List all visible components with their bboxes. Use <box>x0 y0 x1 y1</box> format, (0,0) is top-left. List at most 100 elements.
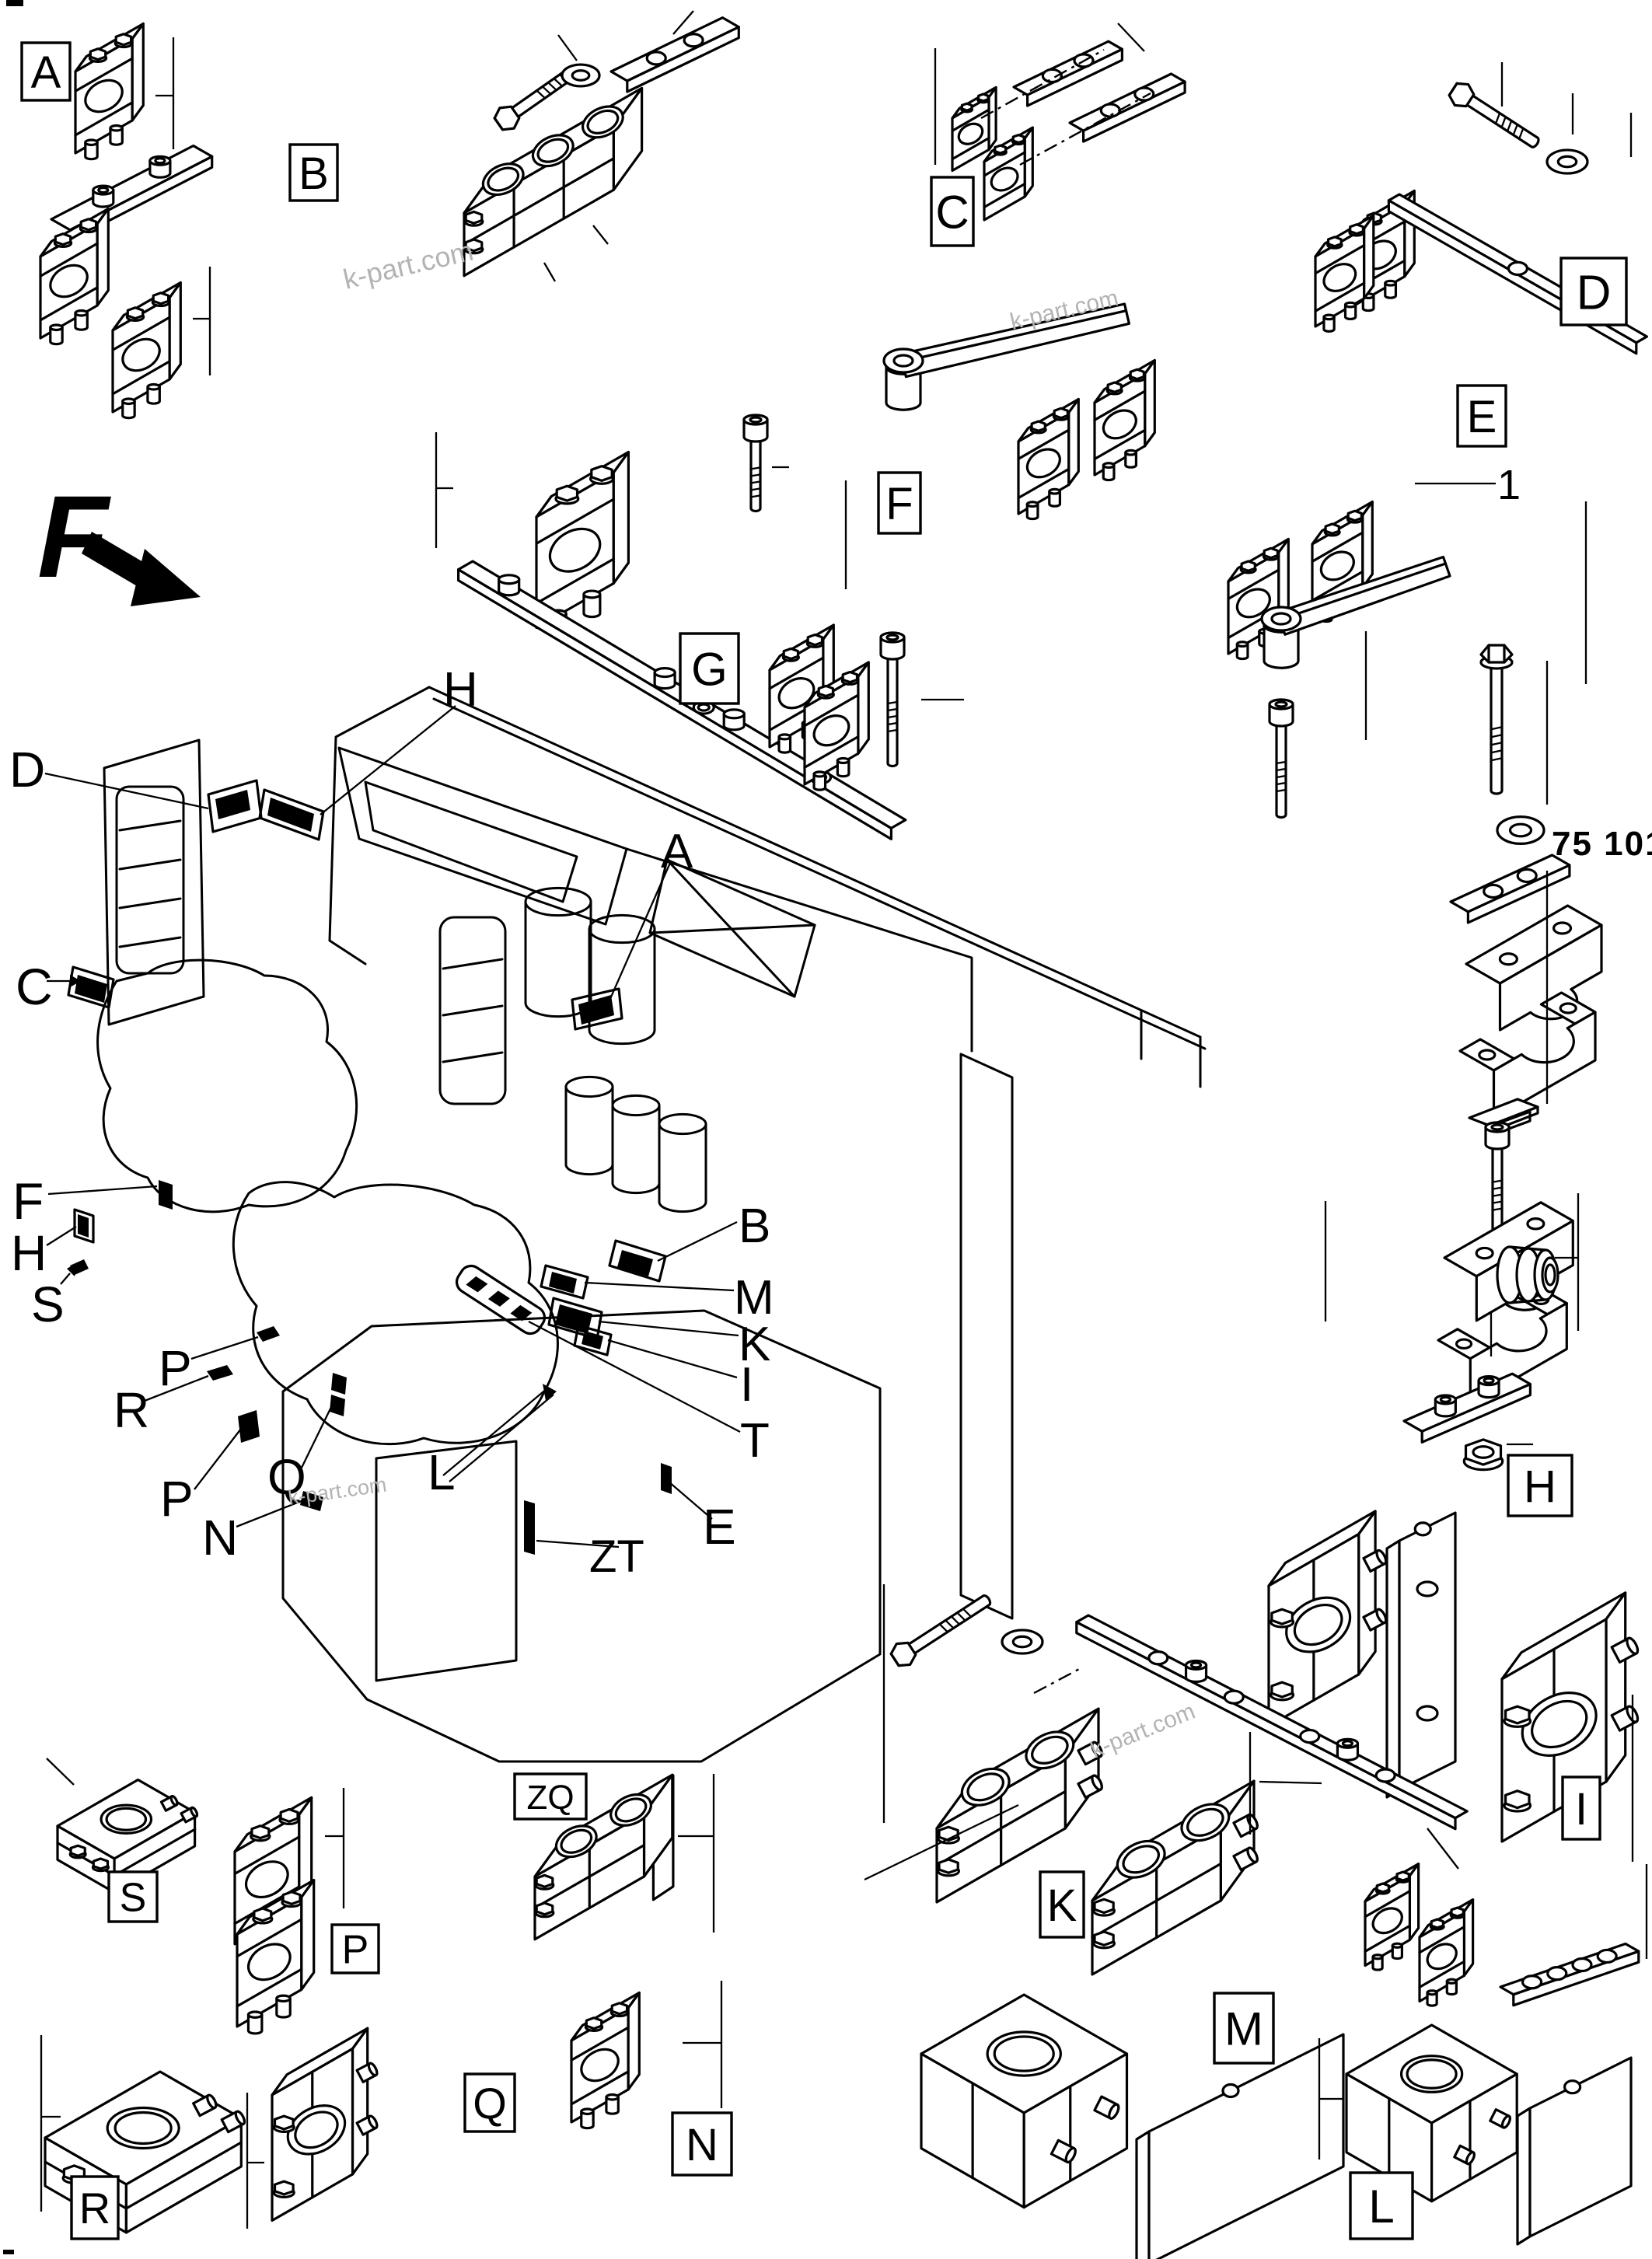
label-box-n: N <box>671 2111 733 2177</box>
location-mark-c <box>67 965 115 1009</box>
label-text-p: P <box>342 1928 369 1973</box>
label-text-zq: ZQ <box>526 1779 574 1817</box>
ref-letter-f-4: F <box>12 1172 44 1230</box>
part-triple <box>935 1707 1103 1904</box>
label-text-n: N <box>686 2120 718 2170</box>
machine-cylinder <box>588 913 656 1046</box>
part-number: 75 101 <box>1552 825 1652 863</box>
part-triple <box>1091 1779 1259 1976</box>
label-text-k: K <box>1047 1880 1077 1931</box>
label-box-g: G <box>679 632 740 705</box>
label-box-i: I <box>1561 1775 1601 1841</box>
part-screwv <box>1484 1121 1511 1233</box>
ref-letter-q-15: Q <box>267 1449 306 1505</box>
part-group-p <box>233 1796 316 2035</box>
part-group-f <box>742 302 1156 768</box>
location-mark-p1 <box>257 1326 280 1342</box>
part-nut <box>1462 1438 1504 1472</box>
label-text-e: E <box>1467 392 1497 442</box>
watermark-3: k-part.com <box>1087 1699 1199 1764</box>
label-box-f: F <box>877 471 922 535</box>
part-triple <box>463 86 644 278</box>
part-group-zq <box>533 1773 675 1941</box>
ref-letter-n-16: N <box>202 1510 238 1566</box>
part-screwv <box>879 631 906 768</box>
part-upright <box>1267 1510 1388 1728</box>
part-cube <box>1345 2023 1518 2203</box>
part-plate <box>609 16 740 93</box>
part-washer <box>561 63 601 88</box>
location-mark-m <box>540 1264 589 1300</box>
ref-letter-b-7: B <box>739 1199 770 1253</box>
view-direction-arrow: F <box>37 471 201 606</box>
location-mark-p2 <box>238 1410 260 1443</box>
label-text-d: D <box>1577 266 1612 319</box>
part-vplate <box>1135 2033 1345 2259</box>
location-mark-r <box>207 1365 233 1381</box>
part-clamp <box>535 450 630 638</box>
part-screwv <box>742 414 769 513</box>
ref-letter-a-3: A <box>661 825 693 878</box>
location-mark-i <box>573 1324 613 1356</box>
ref-letter-r-13: R <box>114 1382 149 1438</box>
part-clamp <box>1017 397 1080 521</box>
label-box-e: E <box>1456 384 1507 448</box>
label-text-m: M <box>1224 2003 1263 2055</box>
part-clamp <box>1364 1863 1420 1971</box>
ref-letter-zt-18: ZT <box>589 1531 644 1582</box>
part-bushing <box>1496 1245 1559 1304</box>
part-washer <box>1496 815 1545 845</box>
label-box-p: P <box>330 1923 380 1974</box>
label-text-h: H <box>1524 1461 1556 1512</box>
part-cube <box>920 1993 1129 2209</box>
part-upright <box>1500 1591 1640 1843</box>
part-washer <box>1001 1629 1044 1655</box>
ref-letter-d-0: D <box>9 742 45 798</box>
label-box-s: S <box>107 1870 159 1923</box>
machine-outline <box>96 686 1207 1763</box>
part-clamp <box>74 22 145 161</box>
part-clamp <box>111 281 182 420</box>
machine-cylinder <box>658 1112 707 1213</box>
part-pstack <box>233 1796 316 2035</box>
label-box-h: H <box>1507 1454 1573 1517</box>
part-group-i <box>1364 1863 1640 2007</box>
location-mark-h-frame <box>258 788 325 841</box>
ref-letter-c-2: C <box>16 958 53 1015</box>
part-group-e <box>1227 500 1451 819</box>
part-upright <box>271 2027 379 2222</box>
label-text-c: C <box>935 187 969 239</box>
ref-letter-h-1: H <box>443 663 478 717</box>
label-text-g: G <box>691 644 728 696</box>
location-mark-t-plate <box>455 1264 547 1335</box>
location-mark-e <box>661 1463 672 1494</box>
part-triple <box>533 1773 675 1941</box>
part-group-q <box>271 2027 379 2222</box>
label-box-q: Q <box>463 2072 516 2133</box>
part-boltd <box>1448 82 1540 148</box>
ref-letter-i-10: I <box>740 1358 753 1412</box>
part-plate <box>1402 1372 1532 1444</box>
ref-letter-t-11: T <box>740 1414 770 1468</box>
label-box-zq: ZQ <box>513 1772 588 1821</box>
label-text-a: A <box>31 47 61 98</box>
part-clamp <box>983 126 1034 222</box>
machine-cylinder <box>564 1075 614 1176</box>
ref-letter-1-20: 1 <box>1497 462 1521 508</box>
part-clamp <box>1314 214 1375 333</box>
part-screwv <box>1268 698 1294 819</box>
part-eyebar <box>1260 555 1451 669</box>
ref-letter-m-8: M <box>734 1271 774 1325</box>
ref-letter-p-12: P <box>159 1340 192 1396</box>
part-vplate <box>1516 2056 1633 2246</box>
label-text-b: B <box>299 148 329 199</box>
location-mark-d <box>207 779 263 833</box>
part-clamp <box>570 1991 641 2130</box>
part-plate <box>1075 1614 1469 1831</box>
part-clamp <box>39 207 110 346</box>
location-mark-q1 <box>331 1373 347 1395</box>
part-plate <box>1068 72 1186 143</box>
label-text-q: Q <box>473 2079 507 2128</box>
